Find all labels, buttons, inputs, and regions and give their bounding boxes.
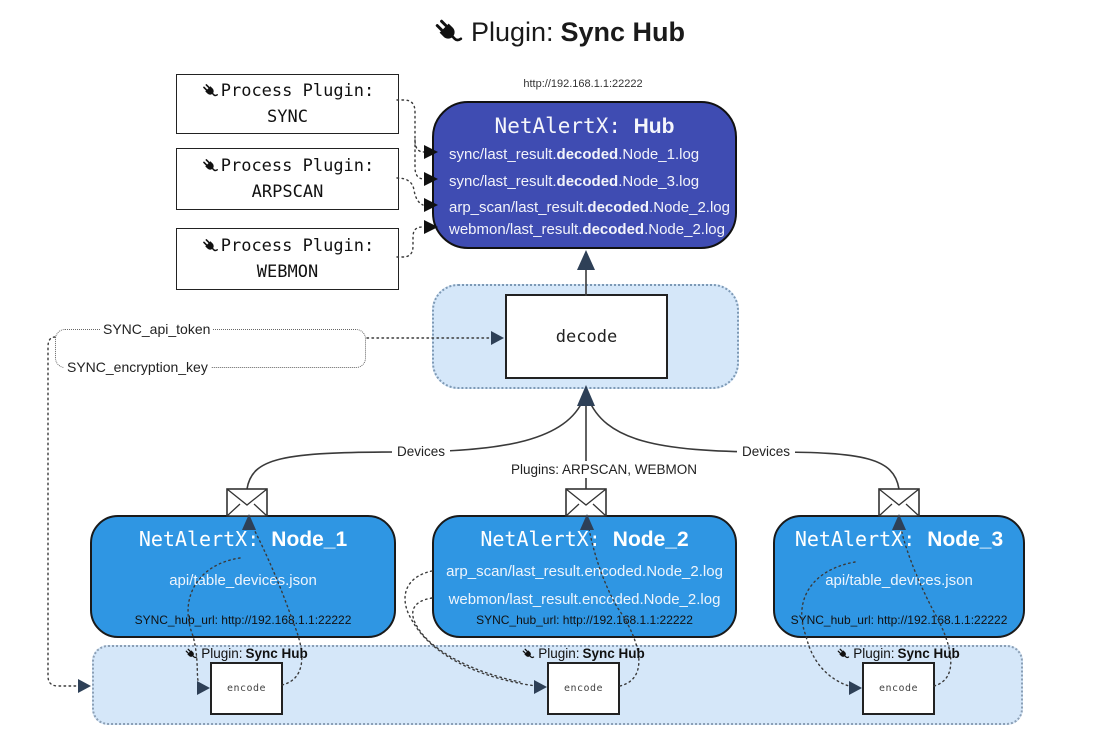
edge-label-devices-right: Devices	[737, 443, 796, 460]
edge-label-devices-left: Devices	[392, 443, 451, 460]
plug-icon	[184, 647, 198, 661]
page-title: Plugin: Sync Hub	[0, 16, 1117, 48]
node-3-file: api/table_devices.json	[825, 572, 973, 589]
process-plugin-arpscan-box: Process Plugin: ARPSCAN	[176, 148, 399, 210]
process-plugin-name: WEBMON	[256, 262, 319, 282]
edge-webmon-to-line4	[396, 226, 423, 258]
process-plugin-sync-label: Process Plugin:	[177, 78, 398, 104]
encode-box-3: encode	[862, 662, 935, 715]
hub-log-line: webmon/last_result.decoded.Node_2.log	[449, 221, 725, 238]
process-plugin-name: SYNC	[267, 107, 308, 127]
plug-icon	[521, 647, 535, 661]
process-plugin-webmon-box: Process Plugin: WEBMON	[176, 228, 399, 290]
node-1-box: NetAlertX: Node_1 api/table_devices.json…	[90, 515, 396, 638]
plug-icon	[201, 237, 219, 255]
hub-title-prefix: NetAlertX:	[494, 114, 634, 138]
edge-sync-to-line1	[396, 99, 425, 153]
plug-icon	[432, 16, 464, 48]
node-2-hub-url: SYNC_hub_url: http://192.168.1.1:22222	[476, 613, 693, 627]
node-2-file: arp_scan/last_result.encoded.Node_2.log	[446, 563, 723, 580]
hub-log-line: arp_scan/last_result.decoded.Node_2.log	[449, 199, 730, 216]
plug-icon	[201, 157, 219, 175]
encode-plugin-label: Plugin: Sync Hub	[503, 646, 663, 661]
hub-title-bold: Hub	[633, 115, 675, 138]
envelope-icon	[226, 488, 268, 517]
node-2-title: NetAlertX: Node_2	[480, 527, 689, 551]
hub-title: NetAlertX: Hub	[434, 114, 735, 139]
edge-sync-to-line2	[414, 139, 425, 180]
envelope-icon	[878, 488, 920, 517]
node-3-hub-url: SYNC_hub_url: http://192.168.1.1:22222	[790, 613, 1008, 627]
plug-icon	[836, 647, 850, 661]
process-plugin-arpscan-label: Process Plugin:	[177, 153, 398, 179]
node-3-title: NetAlertX: Node_3	[794, 527, 1004, 551]
envelope-icon	[565, 488, 607, 517]
node-2-file: webmon/last_result.encoded.Node_2.log	[448, 591, 721, 608]
process-plugin-label: Process Plugin:	[220, 156, 375, 176]
page-title-prefix: Plugin:	[470, 16, 554, 47]
edge-keys-to-strip	[47, 336, 79, 687]
encode-box-2: encode	[547, 662, 620, 715]
process-plugin-name: ARPSCAN	[251, 182, 324, 202]
process-plugin-label: Process Plugin:	[220, 236, 375, 256]
node-1-file: api/table_devices.json	[169, 572, 317, 589]
process-plugin-webmon-label: Process Plugin:	[177, 233, 398, 259]
sync-api-token-label: SYNC_api_token	[100, 321, 214, 337]
edge-arpscan-to-line3	[396, 177, 424, 206]
process-plugin-label: Process Plugin:	[220, 81, 375, 101]
process-plugin-sync-box: Process Plugin: SYNC	[176, 74, 399, 134]
edge-label-plugins: Plugins: ARPSCAN, WEBMON	[506, 461, 703, 478]
node-2-box: NetAlertX: Node_2 arp_scan/last_result.e…	[432, 515, 737, 638]
hub-log-line: sync/last_result.decoded.Node_1.log	[449, 146, 700, 163]
node-1-title: NetAlertX: Node_1	[138, 527, 348, 551]
encode-plugin-label: Plugin: Sync Hub	[818, 646, 978, 661]
encode-plugin-label: Plugin: Sync Hub	[166, 646, 326, 661]
sync-encryption-key-label: SYNC_encryption_key	[64, 359, 211, 375]
hub-log-line: sync/last_result.decoded.Node_3.log	[449, 173, 700, 190]
node-3-box: NetAlertX: Node_3 api/table_devices.json…	[773, 515, 1025, 638]
plug-icon	[201, 82, 219, 100]
hub-box: NetAlertX: Hub sync/last_result.decoded.…	[432, 101, 737, 249]
decode-box: decode	[505, 294, 668, 379]
node-1-hub-url: SYNC_hub_url: http://192.168.1.1:22222	[134, 613, 352, 627]
page-title-bold: Sync Hub	[560, 16, 686, 47]
encode-box-1: encode	[210, 662, 283, 715]
hub-url-label: http://192.168.1.1:22222	[523, 78, 643, 90]
